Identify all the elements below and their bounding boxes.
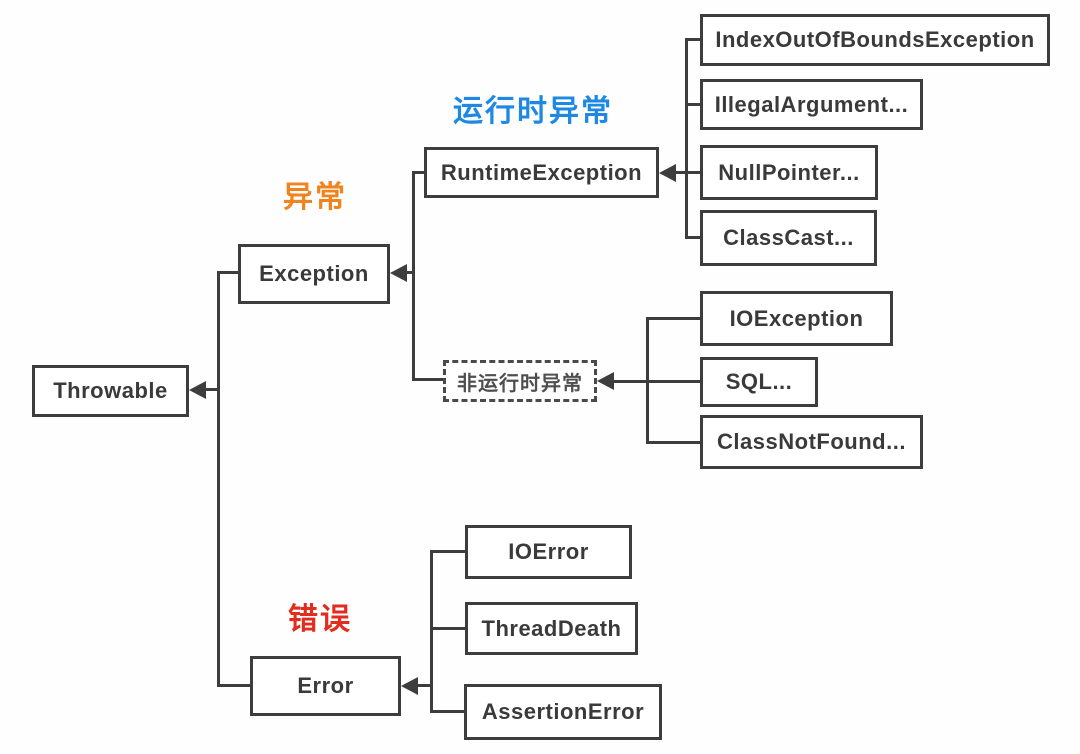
- edge-class-cast-stub: [685, 236, 700, 239]
- edge-illegal-argument-stub: [685, 103, 700, 106]
- node-thread-death: ThreadDeath: [465, 602, 638, 655]
- group-label-exception: 异常: [283, 181, 347, 214]
- edge-left-spine-vertical: [217, 272, 220, 687]
- node-illegal-argument: IllegalArgument...: [700, 79, 923, 130]
- edge-index-out-of-bounds-stub: [685, 38, 700, 41]
- node-io-error: IOError: [465, 525, 632, 579]
- edge-spine-to-non-runtime: [613, 380, 649, 383]
- node-throwable: Throwable: [32, 365, 189, 417]
- node-sql: SQL...: [700, 357, 818, 407]
- edge-io-exception-stub: [646, 317, 700, 320]
- edge-null-pointer-stub: [685, 171, 700, 174]
- edge-non-runtime-to-spine: [412, 378, 443, 381]
- edge-class-not-found-stub: [646, 441, 700, 444]
- edge-exception-children-vertical: [412, 171, 415, 381]
- arrowhead-into-non-runtime: [597, 372, 614, 390]
- node-io-exception: IOException: [700, 291, 893, 346]
- edge-runtime-children-vertical: [685, 39, 688, 239]
- edge-sql-stub: [646, 380, 700, 383]
- edge-error-to-spine: [217, 684, 253, 687]
- node-null-pointer: NullPointer...: [700, 145, 878, 200]
- node-runtime-exception: RuntimeException: [424, 147, 659, 198]
- edge-io-error-stub: [430, 550, 465, 553]
- edge-spine-to-error: [417, 684, 433, 687]
- edge-thread-death-stub: [430, 627, 465, 630]
- node-index-out-of-bounds-exception: IndexOutOfBoundsException: [700, 14, 1050, 66]
- node-non-runtime-exception: 非运行时异常: [443, 360, 597, 402]
- arrowhead-into-error: [401, 677, 418, 695]
- arrowhead-into-exception: [390, 264, 407, 282]
- arrowhead-into-runtime-exception: [659, 164, 676, 182]
- node-error: Error: [250, 656, 401, 716]
- node-class-not-found: ClassNotFound...: [700, 415, 923, 469]
- edge-spine-to-throwable: [204, 388, 220, 391]
- edge-spine-to-runtime-exception: [675, 171, 688, 174]
- group-label-error: 错误: [288, 603, 352, 636]
- node-assertion-error: AssertionError: [464, 684, 662, 740]
- node-class-cast: ClassCast...: [700, 210, 877, 266]
- arrowhead-into-throwable: [189, 381, 206, 399]
- edge-error-children-vertical: [430, 551, 433, 713]
- node-exception: Exception: [238, 244, 390, 304]
- edge-assertion-error-stub: [430, 710, 465, 713]
- edge-spine-to-exception: [406, 271, 415, 274]
- group-label-runtime: 运行时异常: [453, 95, 613, 128]
- edge-runtime-to-spine: [412, 171, 426, 174]
- edge-exception-to-spine: [217, 271, 241, 274]
